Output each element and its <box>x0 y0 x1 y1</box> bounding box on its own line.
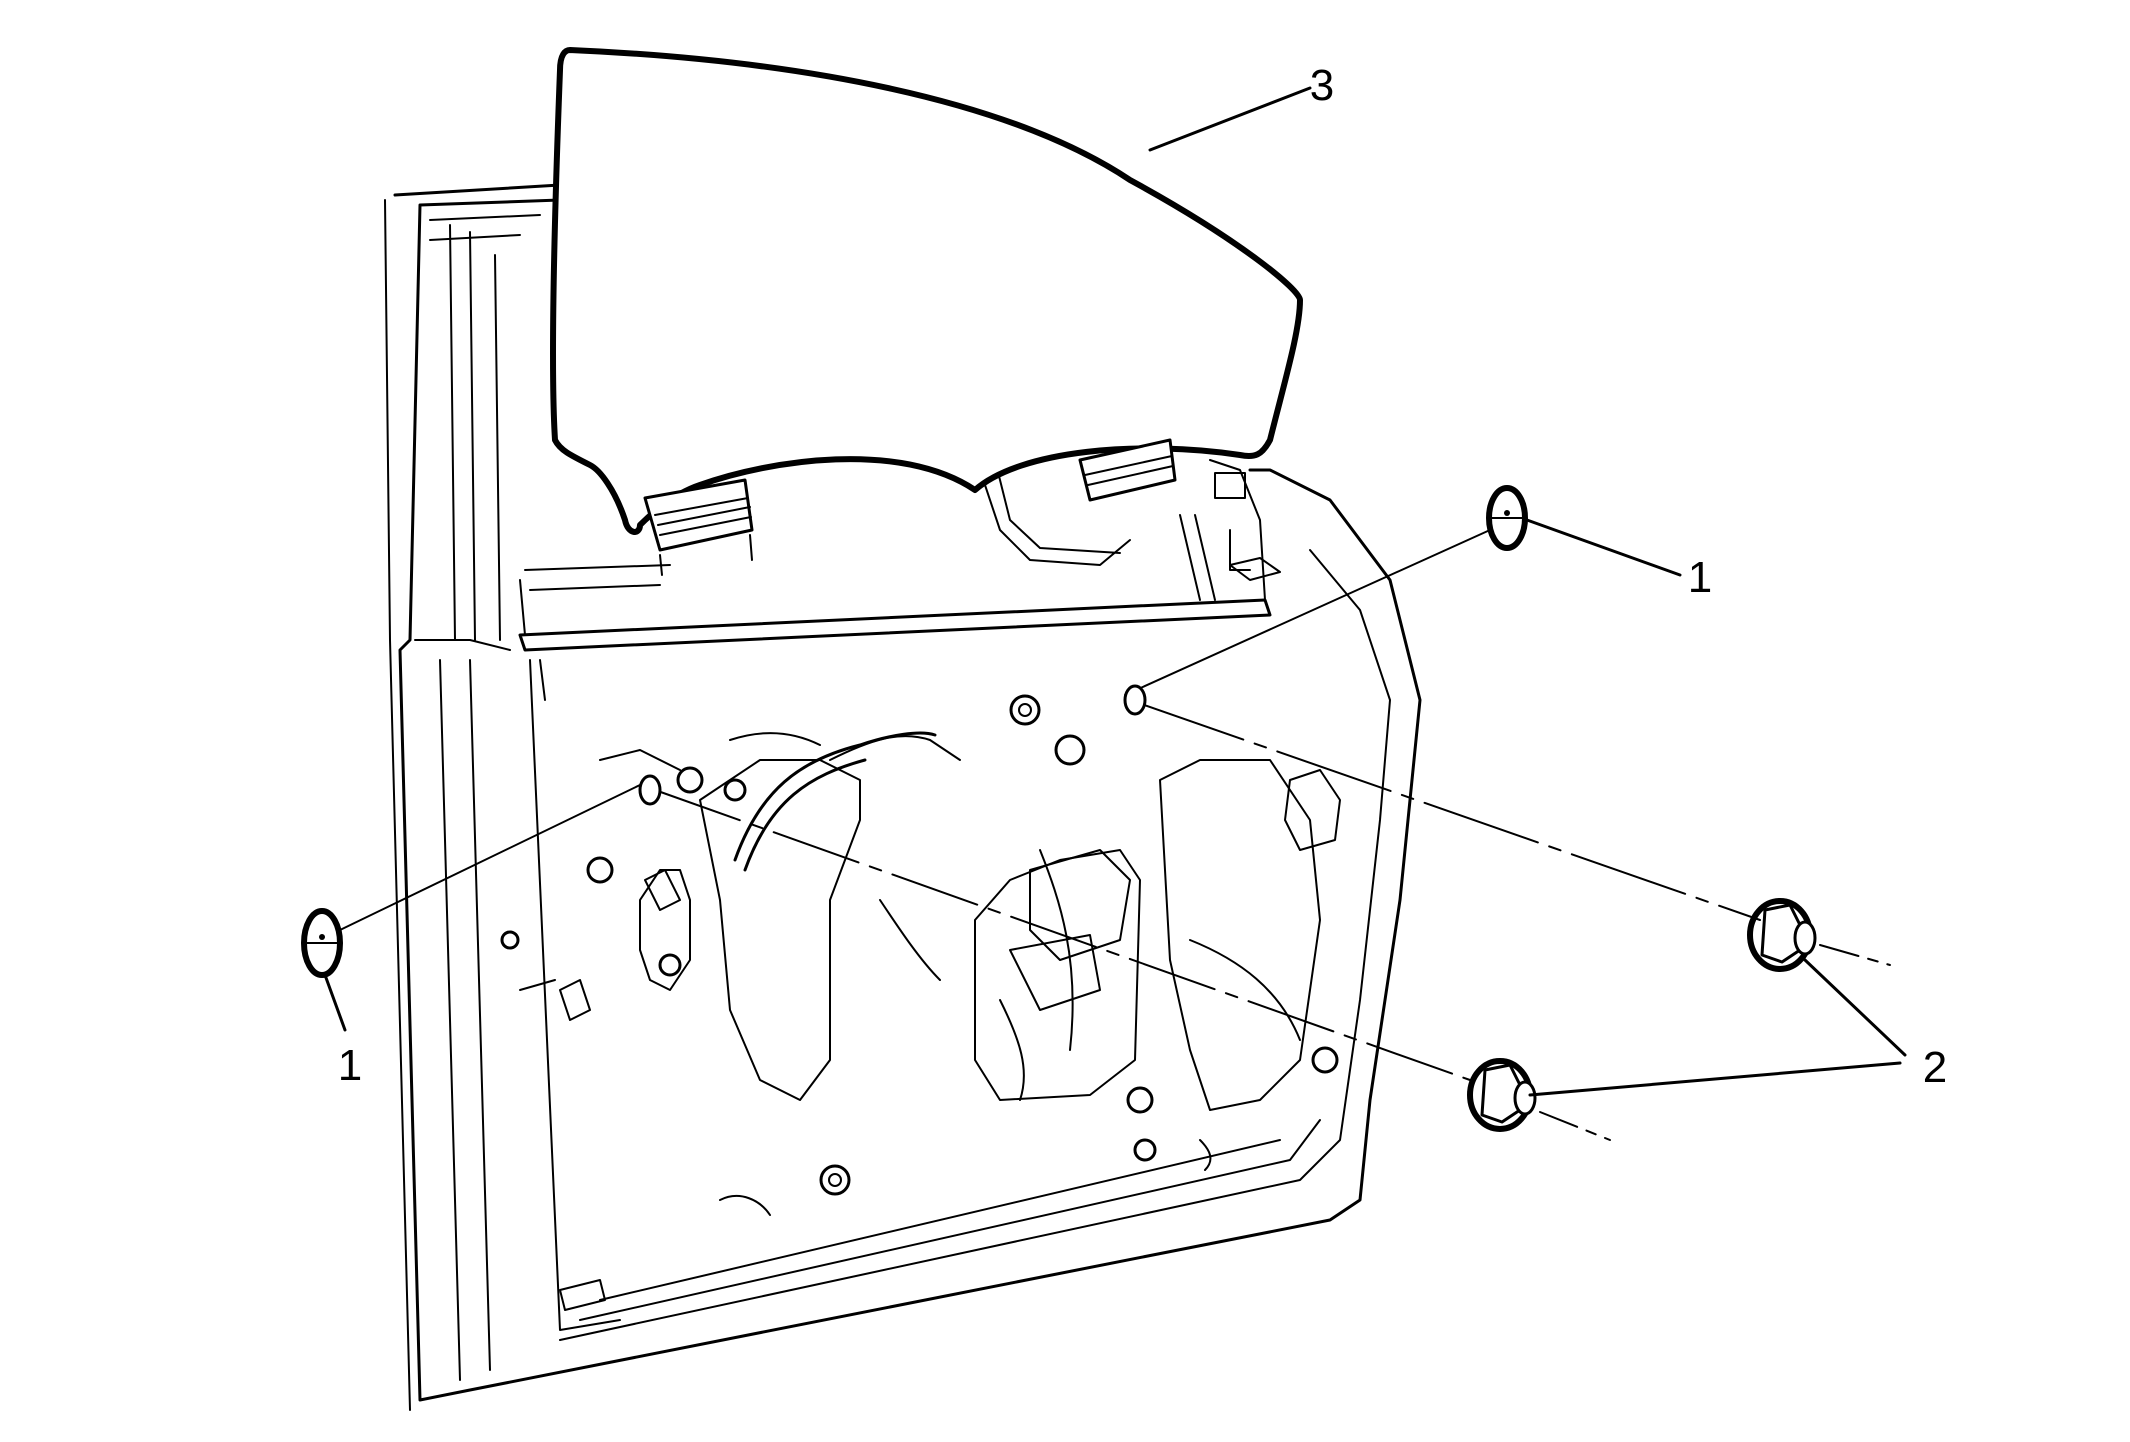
retainer-left <box>301 908 343 978</box>
callout-2: 2 <box>1923 1043 1947 1092</box>
callout-3: 3 <box>1310 61 1334 110</box>
nut-upper <box>1747 898 1817 972</box>
callout-1-right: 1 <box>1688 553 1712 602</box>
retainer-right <box>1486 485 1528 551</box>
callout-1-left: 1 <box>338 1041 362 1090</box>
door-frame <box>384 183 1422 1411</box>
stud-centerlines <box>339 529 1891 1141</box>
nut-lower <box>1467 1058 1537 1132</box>
window-glass <box>549 47 1303 576</box>
leader-lines <box>323 86 1907 1097</box>
callout-labels: 1 1 2 3 <box>338 61 1947 1092</box>
